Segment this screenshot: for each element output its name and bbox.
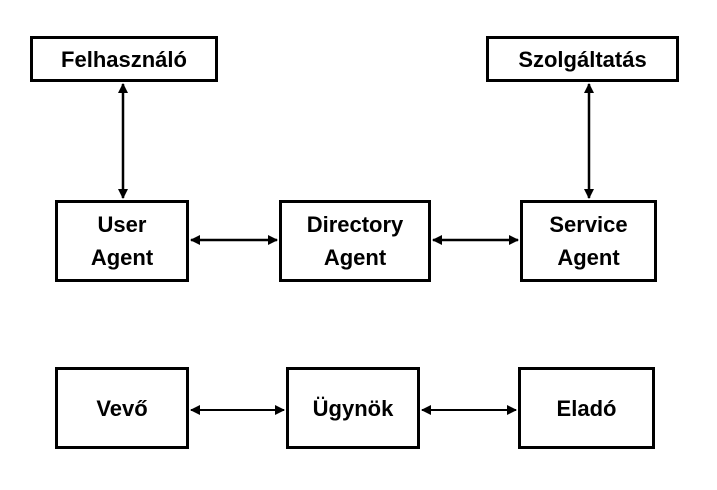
broker-label: Ügynök xyxy=(312,395,394,421)
buyer-label: Vevő xyxy=(96,395,148,421)
broker-box: Ügynök xyxy=(286,367,420,449)
service-box: Szolgáltatás xyxy=(486,36,679,82)
directory-agent-label-line-2: Agent xyxy=(323,245,387,270)
service-agent-label-line-1: Service xyxy=(549,212,628,237)
buyer-box: Vevő xyxy=(55,367,189,449)
service-agent-box: Service Agent xyxy=(520,200,657,282)
service-agent-label-line-2: Agent xyxy=(557,245,620,270)
directory-agent-label-line-1: Directory xyxy=(306,212,404,237)
seller-box: Eladó xyxy=(518,367,655,449)
service-label: Szolgáltatás xyxy=(518,46,647,72)
user-agent-label-line-2: Agent xyxy=(90,245,154,270)
user-agent-label-line-1: User xyxy=(97,212,147,237)
user-label: Felhasználó xyxy=(61,46,187,72)
directory-agent-box: Directory Agent xyxy=(279,200,431,282)
seller-label: Eladó xyxy=(556,395,617,421)
user-box: Felhasználó xyxy=(30,36,218,82)
user-agent-box: User Agent xyxy=(55,200,189,282)
